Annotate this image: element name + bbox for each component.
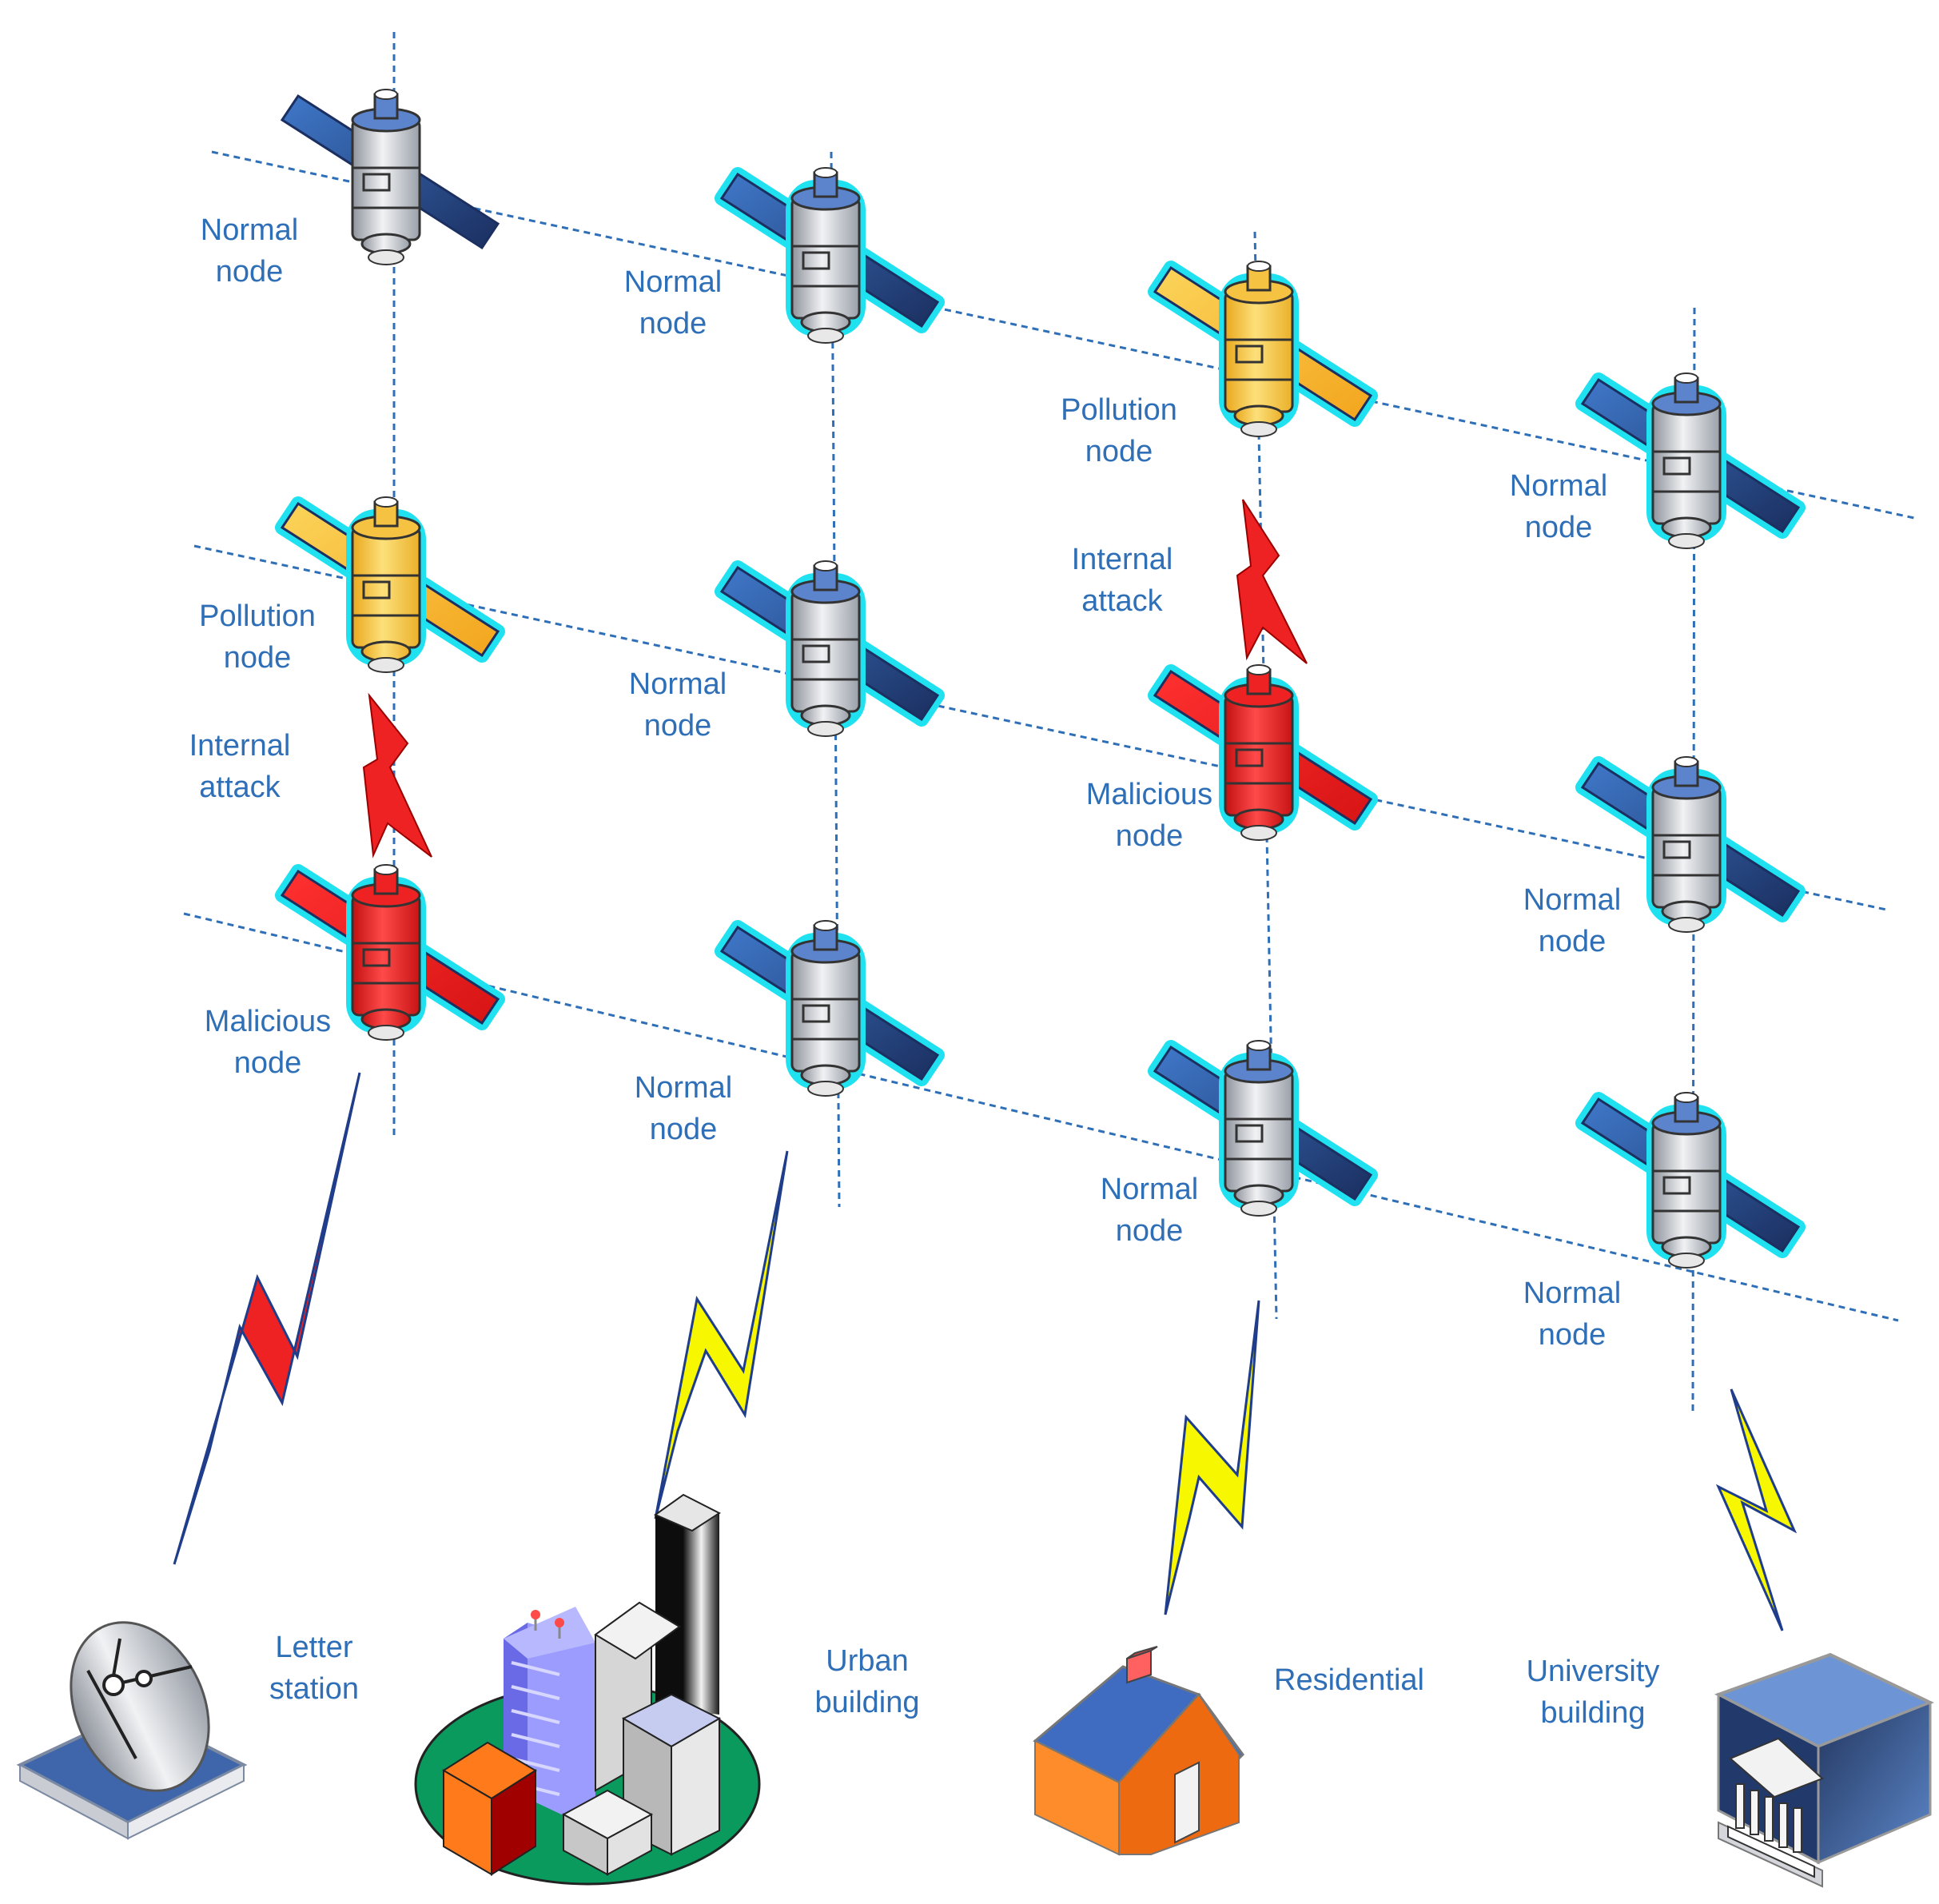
- normal-node-label: Normal node: [1523, 1277, 1621, 1352]
- link-bolt-letter-station: [173, 1072, 361, 1565]
- normal-node-label-line: Normal: [1523, 883, 1621, 917]
- malicious-node-label-line: Malicious: [1086, 778, 1212, 811]
- pollution-node-label-line: Pollution: [199, 599, 316, 633]
- internal-attack-label: Internal attack: [1072, 543, 1173, 618]
- dish-label-line: station: [269, 1672, 359, 1706]
- satellite-nodes: [275, 89, 1806, 1269]
- dish-label: Letter station: [269, 1631, 359, 1706]
- city-label-line: building: [815, 1686, 920, 1719]
- satellite-dish-icon: [16, 1621, 248, 1840]
- house-label-line: Residential: [1274, 1663, 1424, 1697]
- normal-node-label: Normal node: [629, 667, 727, 743]
- normal-node-label-line: Normal: [1523, 1277, 1621, 1310]
- normal-node-label-line: Normal: [635, 1071, 732, 1105]
- normal-satellite-icon: [715, 560, 945, 737]
- internal-attack-label: Internal attack: [189, 729, 291, 804]
- malicious-satellite-icon: [1148, 664, 1378, 841]
- normal-node-label-line: node: [1116, 1214, 1184, 1248]
- normal-node-label-line: node: [644, 709, 712, 743]
- normal-node-label-line: Normal: [629, 667, 727, 701]
- normal-node-label-line: Normal: [1510, 469, 1607, 503]
- normal-node-label: Normal node: [624, 265, 722, 341]
- normal-satellite-icon: [1575, 372, 1806, 549]
- link-bolt-university: [1715, 1388, 1798, 1631]
- malicious-node-label-line: node: [234, 1046, 302, 1080]
- link-bolt-urban-building: [654, 1150, 789, 1520]
- link-bolts: [173, 499, 1798, 1631]
- urban-buildings-icon: [414, 1493, 761, 1886]
- normal-node-label: Normal node: [1523, 883, 1621, 958]
- ground-stations: [16, 1493, 1935, 1888]
- normal-node-label-line: node: [1539, 925, 1607, 958]
- malicious-node-label-line: Malicious: [205, 1005, 331, 1038]
- pollution-node-label-line: Pollution: [1061, 393, 1177, 427]
- malicious-node-label: Malicious node: [205, 1005, 331, 1080]
- university-label-line: building: [1541, 1696, 1646, 1730]
- normal-satellite-icon: [1575, 756, 1806, 933]
- normal-node-label-line: node: [1525, 511, 1593, 544]
- internal-attack-label-line: Internal: [1072, 543, 1173, 576]
- university-building-icon: [1714, 1652, 1935, 1888]
- normal-node-label-line: Normal: [1101, 1173, 1198, 1206]
- dish-label-line: Letter: [275, 1631, 353, 1664]
- university-label: University building: [1527, 1655, 1660, 1730]
- normal-satellite-icon: [1148, 1040, 1378, 1217]
- house-icon: [1033, 1646, 1244, 1856]
- malicious-satellite-icon: [275, 864, 505, 1041]
- house-label: Residential: [1274, 1663, 1424, 1697]
- normal-node-label-line: Normal: [201, 213, 298, 247]
- normal-node-label-line: node: [639, 307, 707, 341]
- city-label: Urban building: [815, 1644, 920, 1719]
- normal-node-label-line: node: [650, 1113, 718, 1146]
- pollution-satellite-icon: [275, 496, 505, 673]
- normal-node-label: Normal node: [1510, 469, 1607, 544]
- normal-node-label: Normal node: [635, 1071, 732, 1146]
- normal-satellite-icon: [715, 920, 945, 1097]
- internal-attack-label-line: Internal: [189, 729, 291, 763]
- pollution-node-label: Pollution node: [1061, 393, 1177, 468]
- internal-attack-bolt-left: [362, 692, 432, 858]
- link-bolt-residential: [1164, 1300, 1260, 1615]
- internal-attack-label-line: attack: [199, 771, 281, 804]
- malicious-node-label: Malicious node: [1086, 778, 1212, 853]
- orbit-line-row2: [193, 544, 1887, 911]
- normal-node-label-line: node: [1539, 1318, 1607, 1352]
- normal-satellite-icon: [280, 89, 500, 265]
- normal-node-label: Normal node: [201, 213, 298, 289]
- normal-node-label-line: node: [216, 255, 284, 289]
- normal-satellite-icon: [1575, 1092, 1806, 1269]
- normal-node-label-line: Normal: [624, 265, 722, 299]
- pollution-node-label: Pollution node: [199, 599, 316, 675]
- pollution-node-label-line: node: [224, 641, 292, 675]
- malicious-node-label-line: node: [1116, 819, 1184, 853]
- city-label-line: Urban: [826, 1644, 909, 1678]
- university-label-line: University: [1527, 1655, 1660, 1688]
- internal-attack-bolt-right: [1236, 499, 1308, 664]
- normal-node-label: Normal node: [1101, 1173, 1198, 1248]
- normal-satellite-icon: [715, 167, 945, 344]
- pollution-node-label-line: node: [1085, 435, 1153, 468]
- pollution-satellite-icon: [1148, 261, 1378, 437]
- internal-attack-label-line: attack: [1081, 584, 1163, 618]
